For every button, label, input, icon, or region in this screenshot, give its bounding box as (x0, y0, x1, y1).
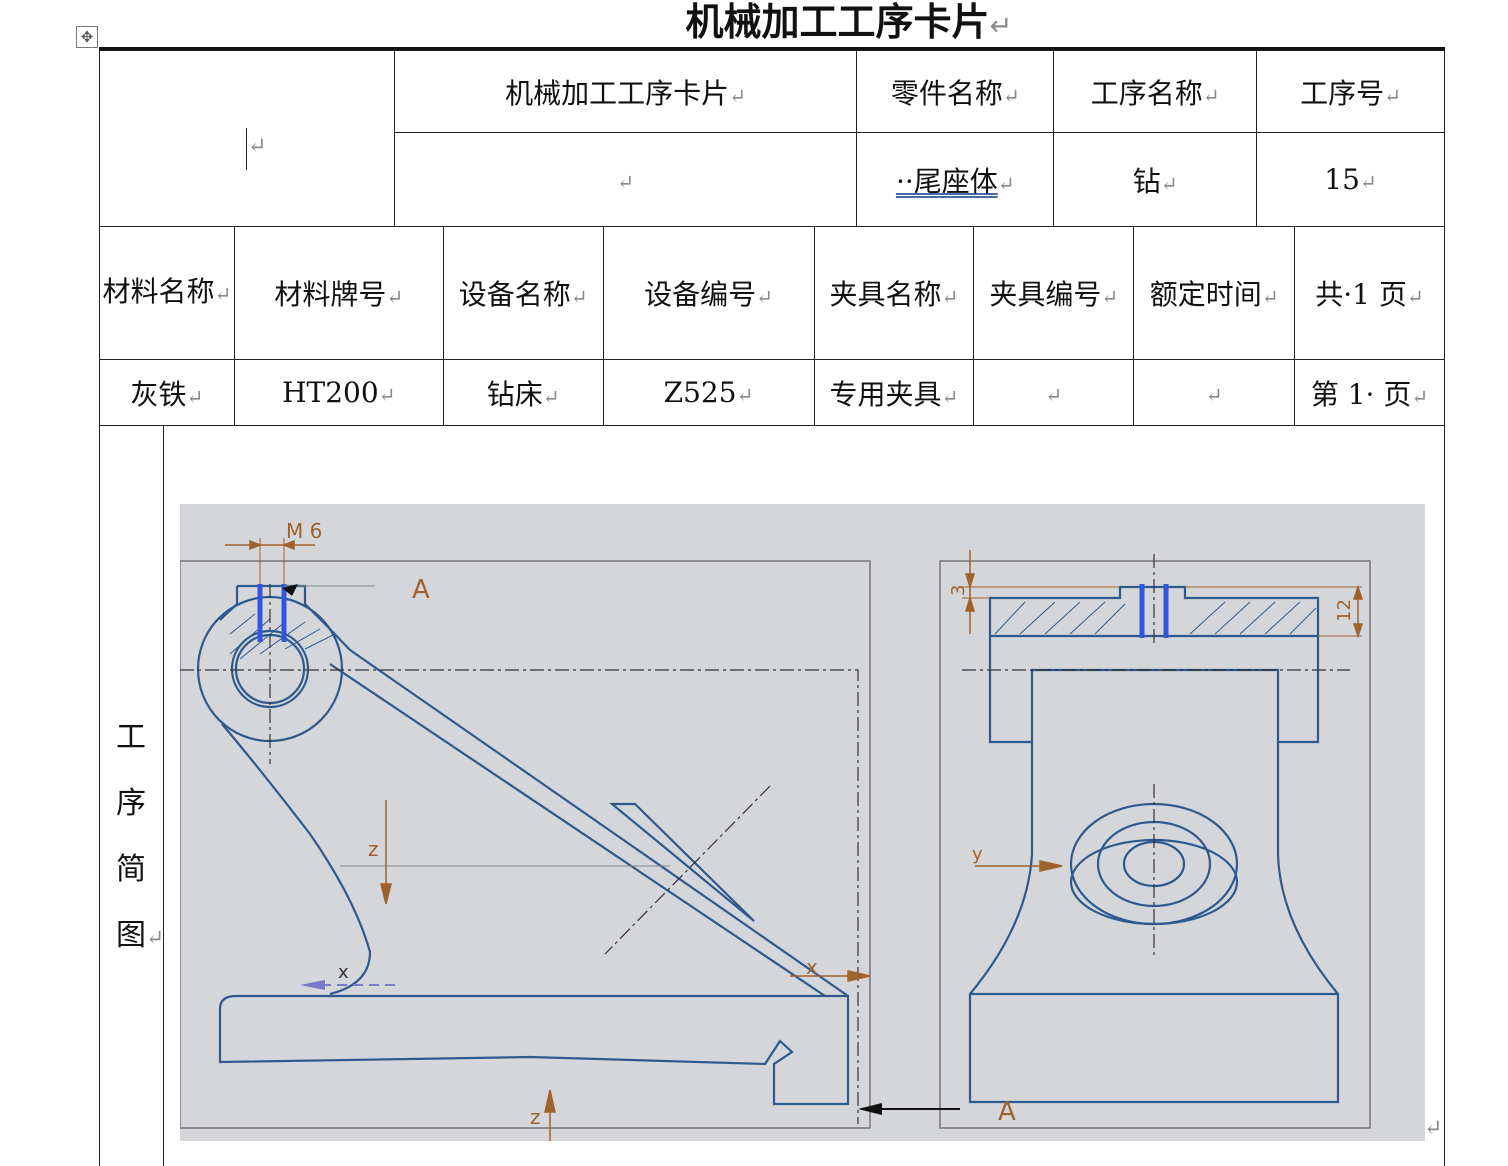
right-view-dimensions (962, 550, 1364, 872)
logo-cell-mark: ↵ (248, 134, 267, 159)
material-name-value[interactable]: 灰铁↵ (99, 359, 235, 426)
title-underline (99, 47, 1445, 50)
thread-label: M 6 (286, 519, 322, 543)
info-table: 材料名称↵ 材料牌号↵ 设备名称↵ 设备编号↵ 夹具名称↵ 夹具编号↵ 额定时间… (99, 226, 1445, 426)
sketch-label-char: 简 (116, 852, 146, 887)
section-arrow-bottom (858, 1103, 960, 1115)
technical-drawing-svg: M 6 z x z x A (179, 519, 1371, 1141)
right-view-centerlines (962, 554, 1350, 959)
axis-z-label-bottom: z (530, 1105, 541, 1129)
fixture-name-header[interactable]: 夹具名称↵ (813, 226, 975, 360)
equipment-name-header[interactable]: 设备名称↵ (442, 226, 604, 360)
axis-x-label-right: x (806, 955, 818, 979)
process-no-value[interactable]: 15↵ (1256, 132, 1445, 227)
material-grade-value[interactable]: HT200↵ (233, 359, 444, 426)
sketch-label-char: 工 (116, 720, 146, 755)
sketch-label-column (99, 425, 164, 1166)
page-title: 机械加工工序卡片↵ (685, 0, 1013, 44)
part-name-value[interactable]: ··尾座体↵ (856, 132, 1055, 227)
material-name-header[interactable]: 材料名称↵ (99, 226, 235, 360)
left-view-centerlines (180, 584, 859, 1124)
process-name-value[interactable]: 钻↵ (1053, 132, 1258, 227)
left-view-label: A (412, 575, 430, 605)
material-grade-header[interactable]: 材料牌号↵ (233, 226, 444, 360)
cell-end-mark: ↵ (1424, 1116, 1443, 1141)
fixture-no-header[interactable]: 夹具编号↵ (973, 226, 1135, 360)
equipment-name-value[interactable]: 钻床↵ (442, 359, 604, 426)
dim-12-label: 12 (1334, 599, 1355, 622)
fixture-no-value[interactable]: ↵ (973, 359, 1135, 426)
total-pages-header[interactable]: 共·1 页↵ (1294, 226, 1445, 360)
right-view-hatch (994, 601, 1317, 635)
left-view-dimensions (225, 538, 871, 1141)
fixture-name-value[interactable]: 专用夹具↵ (813, 359, 975, 426)
process-name-label[interactable]: 工序名称↵ (1053, 50, 1258, 133)
part-name-label[interactable]: 零件名称↵ (856, 50, 1055, 133)
card-subtitle-cell[interactable]: ↵ (393, 132, 858, 227)
card-title-cell[interactable]: 机械加工工序卡片↵ (393, 50, 858, 133)
equipment-no-value[interactable]: Z525↵ (602, 359, 815, 426)
equipment-no-header[interactable]: 设备编号↵ (602, 226, 815, 360)
dim-3-label: 3 (948, 585, 969, 596)
process-drawing-image[interactable]: M 6 z x z x A (179, 504, 1425, 1141)
left-view-frame (179, 560, 871, 1129)
process-sketch-cell[interactable] (99, 425, 1445, 1166)
view-frames (179, 560, 1371, 1129)
axis-z-label: z (368, 837, 379, 861)
table-move-handle-icon[interactable]: ✥ (76, 26, 98, 48)
page-number-value[interactable]: 第 1· 页↵ (1294, 359, 1445, 426)
rated-time-value[interactable]: ↵ (1133, 359, 1296, 426)
sketch-label-char: 序 (116, 786, 146, 821)
right-view-frame (939, 560, 1371, 1129)
leader-arrow-head (282, 584, 298, 596)
left-view-dim-text: M 6 z x z (286, 519, 818, 1129)
process-no-label[interactable]: 工序号↵ (1256, 50, 1445, 133)
axis-x-label-left: x (338, 962, 349, 983)
right-view-label: A (998, 1097, 1016, 1127)
left-view-x-arrow: x (300, 962, 395, 990)
rated-time-header[interactable]: 额定时间↵ (1133, 226, 1296, 360)
header-table: 机械加工工序卡片↵ 零件名称↵ 工序名称↵ 工序号↵ ↵ ··尾座体↵ 钻↵ 1… (99, 50, 1445, 227)
sketch-label-char: 图↵ (116, 918, 165, 953)
text-cursor (246, 128, 247, 170)
right-view-hole-lines (1139, 584, 1169, 638)
right-view-dim-text: 3 12 y (948, 585, 1355, 865)
axis-y-label: y (972, 844, 983, 865)
left-view-thin-lines (284, 585, 670, 867)
drill-hole-lines (257, 584, 287, 642)
left-view-outline (196, 584, 850, 1106)
